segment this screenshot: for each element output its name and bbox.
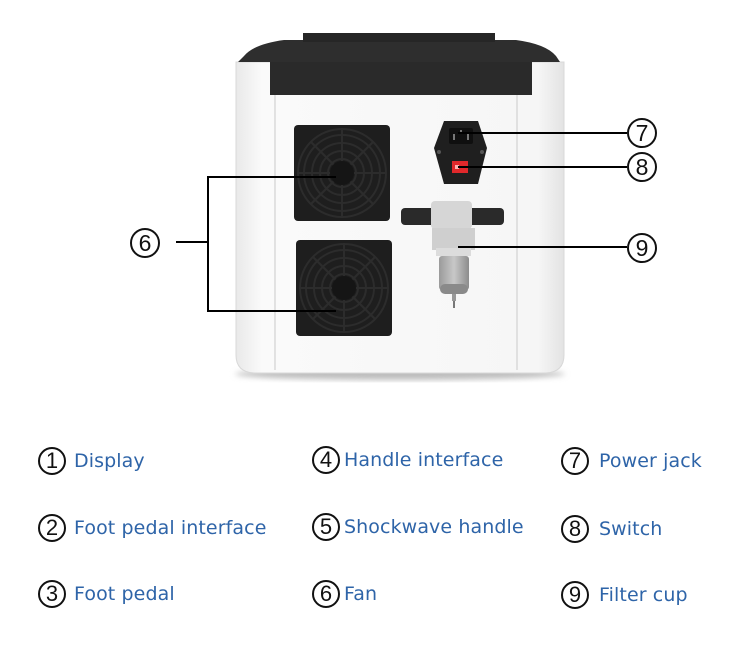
legend-label: Switch	[599, 518, 663, 540]
callout-6: 6	[130, 228, 160, 258]
legend-number: 5	[312, 513, 340, 541]
legend-item-power-jack: 7 Power jack	[561, 443, 702, 479]
legend-item-display: 1 Display	[38, 443, 145, 479]
callout-8: 8	[627, 152, 657, 182]
legend-number: 8	[561, 515, 589, 543]
legend-label: Handle interface	[344, 449, 504, 471]
legend-number: 2	[38, 514, 66, 542]
legend-label: Foot pedal interface	[74, 517, 267, 539]
legend-item-shockwave-handle: 5 Shockwave handle	[312, 509, 524, 545]
legend-label: Display	[74, 450, 145, 472]
filter-assembly	[401, 201, 504, 308]
device-body	[235, 61, 565, 374]
legend-item-foot-pedal-interface: 2 Foot pedal interface	[38, 510, 267, 546]
legend-number: 1	[38, 447, 66, 475]
callout-7: 7	[627, 118, 657, 148]
fan-lower	[296, 240, 392, 336]
legend-item-fan: 6 Fan	[312, 576, 377, 612]
fan-upper	[294, 125, 390, 221]
power-module	[434, 121, 487, 184]
filter-cup	[439, 256, 469, 290]
legend-number: 9	[561, 581, 589, 609]
legend-item-foot-pedal: 3 Foot pedal	[38, 576, 175, 612]
legend-label: Foot pedal	[74, 583, 175, 605]
device-illustration	[176, 33, 627, 380]
legend-label: Filter cup	[599, 584, 688, 606]
callout-9: 9	[627, 233, 657, 263]
legend-number: 3	[38, 580, 66, 608]
legend-number: 7	[561, 447, 589, 475]
callout-lines	[176, 132, 627, 312]
legend-number: 4	[312, 446, 340, 474]
legend-number: 6	[312, 580, 340, 608]
legend-label: Fan	[344, 583, 378, 605]
legend-label: Shockwave handle	[344, 516, 524, 538]
legend-item-handle-interface: 4 Handle interface	[312, 442, 503, 478]
legend-item-filter-cup: 9 Filter cup	[561, 577, 688, 613]
legend-item-switch: 8 Switch	[561, 511, 662, 547]
legend-label: Power jack	[599, 450, 702, 472]
device-top-cover	[238, 33, 560, 95]
callout-bracket-6	[207, 176, 336, 312]
